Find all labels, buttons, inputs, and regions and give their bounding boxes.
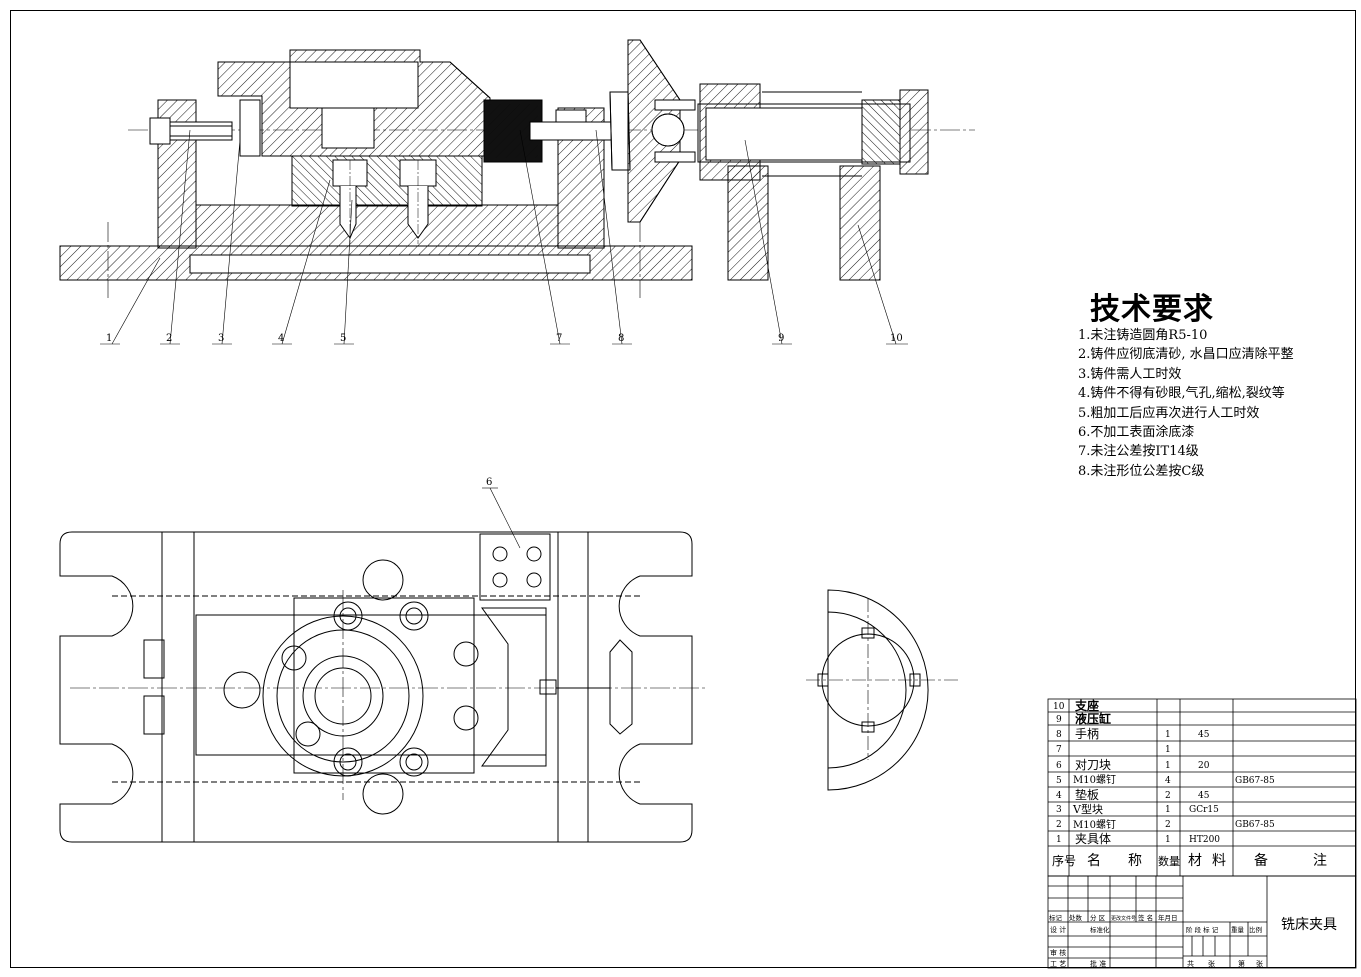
bom-material: GCr15 bbox=[1189, 805, 1219, 815]
front-section-view bbox=[59, 39, 975, 298]
title-block-text: 标记 处数 分 区 更改文件号 签 名 年月日 设 计 标准化 审 核 工 艺 … bbox=[1049, 913, 1337, 968]
tb-signature: 签 名 bbox=[1138, 913, 1153, 922]
bom-material: 45 bbox=[1198, 730, 1210, 740]
callout-7: 7 bbox=[556, 333, 562, 344]
tb-standardization: 标准化 bbox=[1090, 925, 1110, 934]
tb-weight: 重量 bbox=[1231, 926, 1245, 934]
bom-no: 7 bbox=[1056, 745, 1062, 755]
bom-material: 20 bbox=[1198, 761, 1210, 771]
bom-qty: 1 bbox=[1165, 805, 1171, 815]
callout-8: 8 bbox=[618, 333, 624, 344]
callout-6: 6 bbox=[486, 477, 492, 488]
bom-name: M10螺钉 bbox=[1073, 819, 1116, 831]
bom-name: 夹具体 bbox=[1075, 832, 1111, 846]
callout-numbers: 1 2 3 4 5 6 7 8 9 10 bbox=[106, 333, 903, 488]
bom-qty: 2 bbox=[1165, 791, 1171, 801]
bom-name: 液压缸 bbox=[1075, 711, 1111, 726]
side-view bbox=[806, 589, 960, 791]
callout-2: 2 bbox=[166, 333, 172, 344]
tb-review: 审 核 bbox=[1050, 948, 1066, 957]
top-view bbox=[59, 531, 705, 843]
bom-header-material-2: 料 bbox=[1212, 853, 1226, 869]
bom-header-note-2: 注 bbox=[1313, 853, 1327, 869]
bom-header-qty: 数量 bbox=[1158, 855, 1180, 868]
bom-name: 对刀块 bbox=[1075, 758, 1111, 772]
bom-no: 10 bbox=[1053, 702, 1065, 712]
tb-mark: 标记 bbox=[1049, 913, 1063, 922]
bom-name: 手柄 bbox=[1075, 727, 1099, 741]
tb-count: 处数 bbox=[1069, 913, 1083, 922]
title-block bbox=[1047, 875, 1357, 969]
bom-qty: 1 bbox=[1165, 761, 1171, 771]
bom-no: 5 bbox=[1056, 776, 1062, 786]
tech-requirement-item: 2.铸件应彻底清砂, 水昌口应清除平整 bbox=[1078, 347, 1294, 363]
bom-header-name-1: 名 bbox=[1087, 853, 1101, 869]
tech-requirement-item: 7.未注公差按IT14级 bbox=[1078, 444, 1199, 460]
tb-scale: 比例 bbox=[1249, 925, 1262, 934]
tech-requirement-item: 5.粗加工后应再次进行人工时效 bbox=[1078, 405, 1260, 421]
tech-requirement-item: 3.铸件需人工时效 bbox=[1078, 366, 1182, 382]
bom-no: 3 bbox=[1056, 805, 1062, 815]
bom-rows: 10 支座 9 液压缸 8 手柄 1 45 7 1 6 对刀块 1 20 5 M… bbox=[1052, 698, 1327, 869]
callout-1: 1 bbox=[106, 333, 112, 344]
bom-table bbox=[1047, 698, 1357, 877]
tb-sheet-unit: 张 bbox=[1256, 959, 1263, 968]
bom-header-name-2: 称 bbox=[1128, 853, 1142, 869]
tb-sheets: 张 bbox=[1208, 959, 1215, 968]
tb-stage-mark: 阶 段 标 记 bbox=[1186, 925, 1219, 934]
tech-requirement-item: 4.铸件不得有砂眼,气孔,缩松,裂纹等 bbox=[1078, 386, 1285, 402]
drawing-frame bbox=[10, 10, 1356, 968]
callout-9: 9 bbox=[778, 333, 784, 344]
bom-no: 4 bbox=[1056, 791, 1062, 801]
bom-material: HT200 bbox=[1189, 835, 1220, 845]
tb-sheet-no: 第 bbox=[1238, 959, 1245, 968]
bom-qty: 2 bbox=[1165, 820, 1171, 830]
bom-material: 45 bbox=[1198, 791, 1210, 801]
drawing-title: 铣床夹具 bbox=[1281, 917, 1337, 933]
bom-name: 垫板 bbox=[1075, 787, 1099, 802]
tb-approve: 批 准 bbox=[1090, 959, 1106, 968]
bom-no: 8 bbox=[1056, 730, 1062, 740]
tech-requirements-title: 技术要求 bbox=[1090, 292, 1214, 327]
tech-requirements-list: 1.未注铸造圆角R5-10 2.铸件应彻底清砂, 水昌口应清除平整 3.铸件需人… bbox=[1078, 326, 1294, 481]
tb-date: 年月日 bbox=[1158, 913, 1178, 922]
callout-leaders bbox=[100, 129, 908, 549]
callout-3: 3 bbox=[218, 333, 224, 344]
callout-5: 5 bbox=[340, 333, 346, 344]
bom-name: 支座 bbox=[1074, 698, 1099, 713]
callout-10: 10 bbox=[890, 333, 903, 344]
bom-qty: 1 bbox=[1165, 745, 1171, 755]
tb-zone: 分 区 bbox=[1090, 913, 1106, 922]
tb-change-doc: 更改文件号 bbox=[1111, 915, 1136, 922]
bom-header-material-1: 材 bbox=[1188, 853, 1202, 869]
tech-requirement-item: 8.未注形位公差按C级 bbox=[1078, 463, 1205, 479]
tb-design: 设 计 bbox=[1050, 925, 1066, 934]
bom-qty: 1 bbox=[1165, 730, 1171, 740]
tb-total: 共 bbox=[1187, 959, 1194, 968]
bom-no: 9 bbox=[1056, 715, 1062, 725]
bom-no: 6 bbox=[1056, 761, 1062, 771]
bom-note: GB67-85 bbox=[1235, 820, 1275, 830]
tech-requirement-item: 6.不加工表面涂底漆 bbox=[1078, 425, 1195, 441]
callout-4: 4 bbox=[278, 333, 284, 344]
bom-no: 2 bbox=[1056, 820, 1062, 830]
bom-qty: 1 bbox=[1165, 835, 1171, 845]
bom-name: M10螺钉 bbox=[1073, 774, 1116, 786]
bom-header-no: 序号 bbox=[1052, 853, 1076, 868]
tech-requirement-item: 1.未注铸造圆角R5-10 bbox=[1078, 328, 1208, 343]
bom-name: V型块 bbox=[1072, 802, 1103, 816]
bom-note: GB67-85 bbox=[1235, 776, 1275, 786]
bom-header-note-1: 备 bbox=[1254, 852, 1268, 869]
bom-no: 1 bbox=[1056, 835, 1062, 845]
tb-process: 工 艺 bbox=[1050, 960, 1066, 968]
bom-qty: 4 bbox=[1165, 776, 1171, 786]
